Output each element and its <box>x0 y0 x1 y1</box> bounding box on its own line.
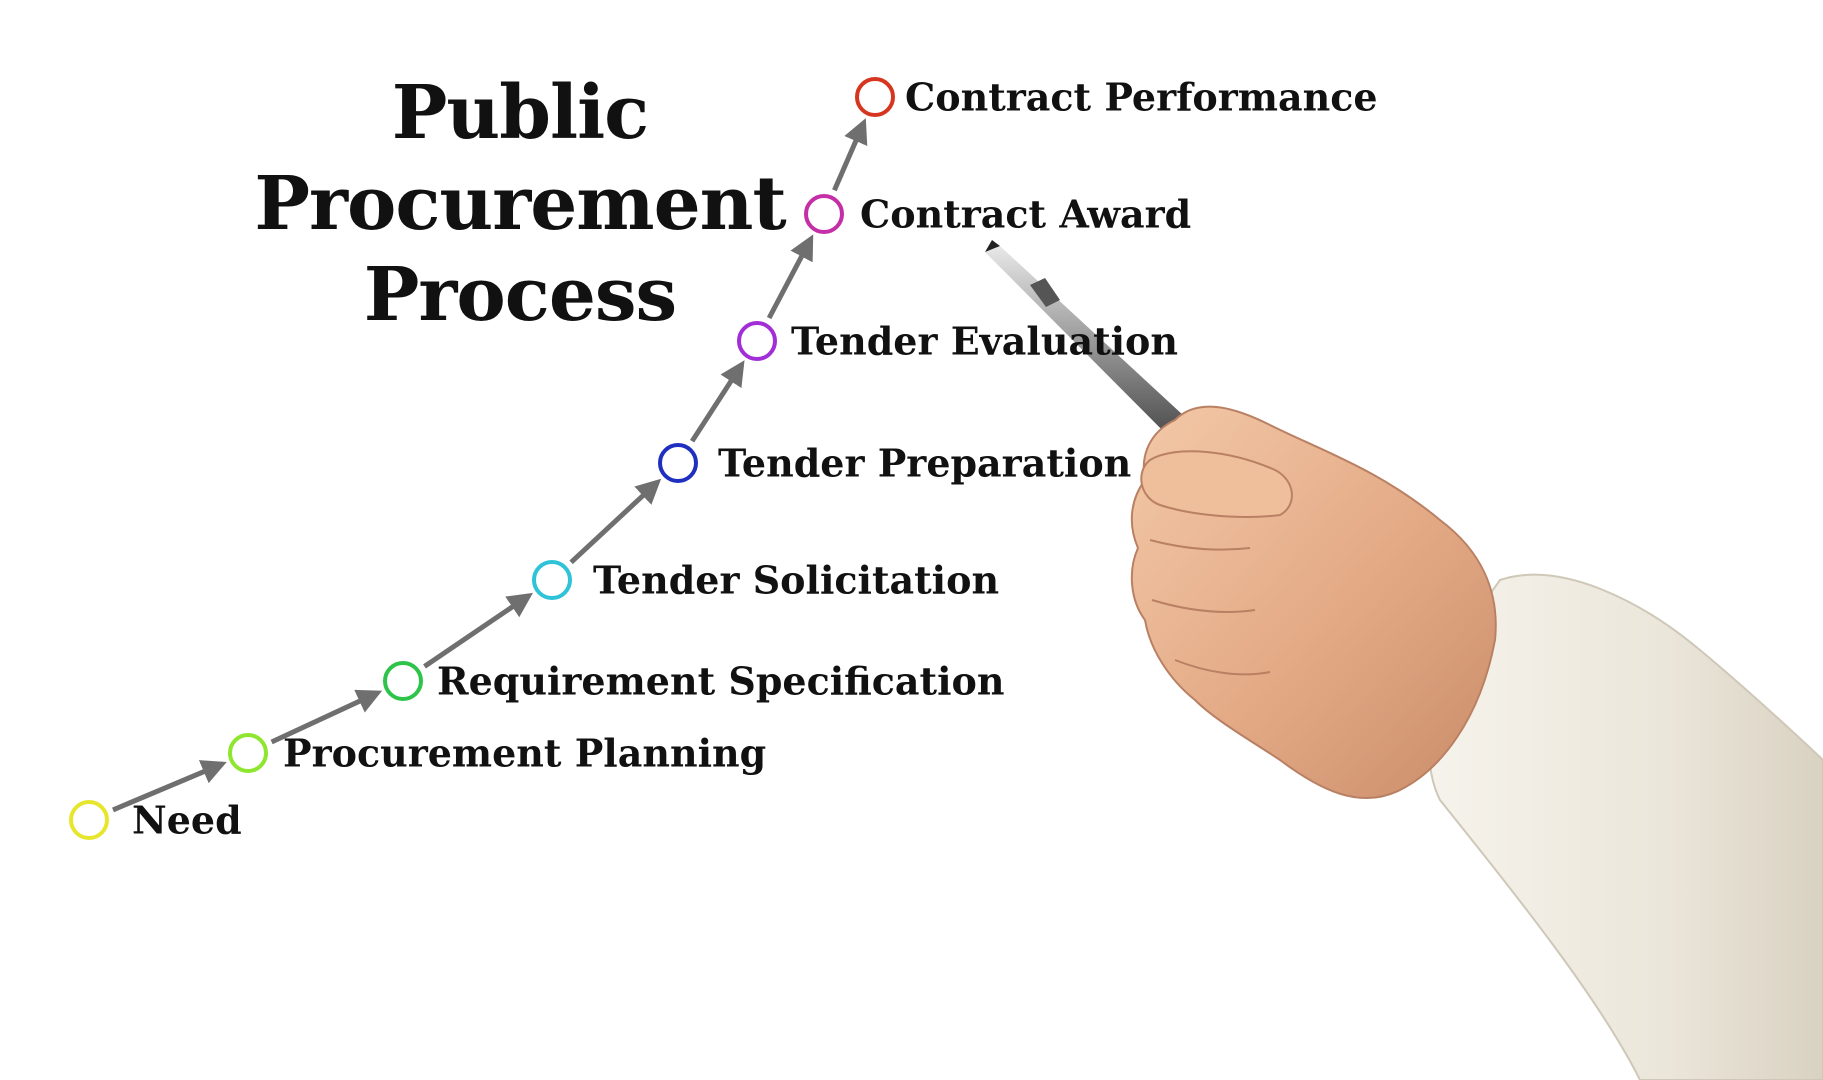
title-line-2: Procurement <box>254 161 786 247</box>
arrow-step-7-to-8 <box>832 118 868 192</box>
hand-with-pen-illustration <box>985 240 1823 1080</box>
step-marker-6 <box>737 321 777 361</box>
step-label-1: Need <box>132 797 242 843</box>
title-line-3: Process <box>363 252 677 338</box>
pen-icon <box>985 240 1210 458</box>
arrow-step-5-to-6 <box>690 360 745 443</box>
arrow-step-6-to-7 <box>766 234 814 320</box>
title-line-1: Public <box>391 70 649 156</box>
step-label-8: Contract Performance <box>905 74 1378 120</box>
step-label-6: Tender Evaluation <box>791 318 1179 364</box>
step-label-3: Requirement Specification <box>437 658 1005 704</box>
step-marker-8 <box>855 77 895 117</box>
step-marker-3 <box>383 661 423 701</box>
step-marker-1 <box>69 800 109 840</box>
step-marker-2 <box>228 733 268 773</box>
step-label-2: Procurement Planning <box>283 730 767 776</box>
step-label-4: Tender Solicitation <box>593 557 1000 603</box>
arrow-step-1-to-2 <box>112 760 227 813</box>
step-marker-7 <box>804 194 844 234</box>
diagram-title: Public Procurement Process <box>250 68 790 341</box>
step-markers <box>69 77 895 840</box>
step-arrows <box>112 118 868 813</box>
arrow-step-2-to-3 <box>270 689 383 745</box>
step-marker-4 <box>532 560 572 600</box>
arrow-step-4-to-5 <box>569 478 662 565</box>
step-label-7: Contract Award <box>860 191 1192 237</box>
step-label-5: Tender Preparation <box>718 440 1132 486</box>
step-marker-5 <box>658 443 698 483</box>
arrow-step-3-to-4 <box>423 592 533 669</box>
